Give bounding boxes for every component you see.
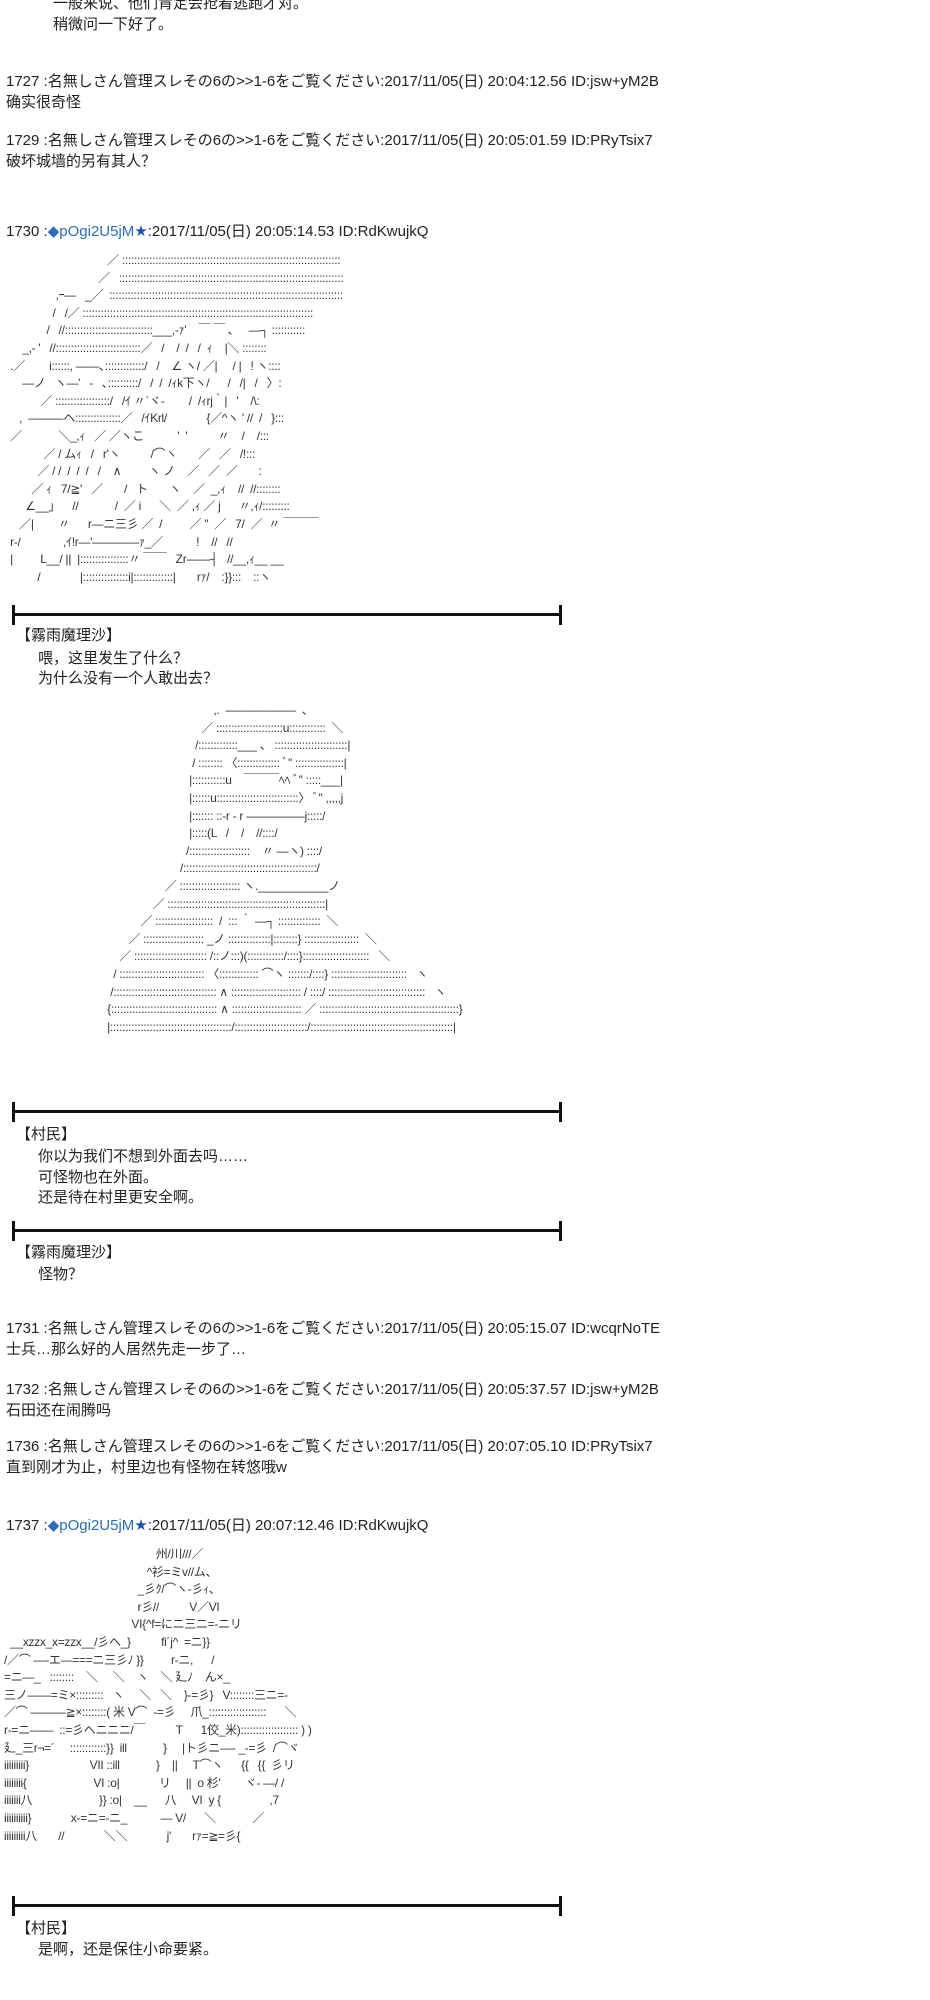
post-body-1732: 石田还在闹腾吗	[6, 1402, 112, 1419]
speaker-label: 【霧雨魔理沙】	[16, 1244, 122, 1261]
post-number: 1730 :	[6, 223, 48, 240]
post-number: 1737 :	[6, 1517, 48, 1534]
post-header-1729: 1729 :名無しさん管理スレその6の>>1-6をご覧ください:2017/11/…	[6, 132, 653, 149]
separator	[12, 605, 562, 625]
post-header-1730: 1730 :◆pOgi2U5jM★:2017/11/05(日) 20:05:14…	[6, 222, 428, 242]
post-header-1736: 1736 :名無しさん管理スレその6の>>1-6をご覧ください:2017/11/…	[6, 1438, 653, 1455]
post-body-1736: 直到刚才为止，村里边也有怪物在转悠哦w	[6, 1459, 287, 1476]
dialogue-line: 怪物？	[38, 1266, 84, 1283]
separator	[12, 1221, 562, 1241]
narrative-line: 稍微问一下好了。	[38, 16, 174, 33]
post-header-1727: 1727 :名無しさん管理スレその6の>>1-6をご覧ください:2017/11/…	[6, 73, 659, 90]
separator	[12, 1896, 562, 1916]
dialogue-line: 还是待在村里更安全啊。	[38, 1189, 204, 1206]
post-body-1731: 士兵…那么好的人居然先走一步了…	[6, 1341, 247, 1358]
dialogue-line: 你以为我们不想到外面去吗……	[38, 1148, 249, 1165]
post-header-1737: 1737 :◆pOgi2U5jM★:2017/11/05(日) 20:07:12…	[6, 1516, 428, 1536]
separator	[12, 1102, 562, 1122]
post-meta: :2017/11/05(日) 20:05:14.53 ID:RdKwujkQ	[147, 223, 429, 240]
post-header-1731: 1731 :名無しさん管理スレその6の>>1-6をご覧ください:2017/11/…	[6, 1320, 661, 1337]
speaker-label: 【村民】	[16, 1126, 77, 1143]
ascii-art-villager-2: 州/川///／ ^衫=ミv//ム、 _彡ｸ/⌒ヽ-彡ｨ、 r彡// V／VI	[4, 1547, 312, 1843]
dialogue-line: 为什么没有一个人敢出去？	[38, 670, 219, 687]
post-body-1729: 破坏城墙的另有其人？	[6, 153, 157, 170]
narrative-line: 一般来说、他们肯定会抢着逃跑才对。	[38, 0, 309, 12]
dialogue-line: 是啊，还是保住小命要紧。	[38, 1941, 219, 1958]
post-body-1727: 确实很奇怪	[6, 94, 82, 111]
post-meta: :2017/11/05(日) 20:07:12.46 ID:RdKwujkQ	[147, 1517, 429, 1534]
ascii-art-marisa: ／ ::::::::::::::::::::::::::::::::::::::…	[10, 253, 344, 584]
trip-code-link[interactable]: ◆pOgi2U5jM	[47, 1517, 135, 1534]
dialogue-line: 喂，这里发生了什么？	[38, 650, 189, 667]
dialogue-line: 可怪物也在外面。	[38, 1169, 159, 1186]
star-icon: ★	[134, 1517, 148, 1534]
ascii-art-villager: ,. ―――――― 、 ／ ::::::::::::::::::::::u:::…	[107, 703, 463, 1034]
speaker-label: 【村民】	[16, 1920, 77, 1937]
trip-code-link[interactable]: ◆pOgi2U5jM	[47, 223, 135, 240]
star-icon: ★	[134, 223, 148, 240]
speaker-label: 【霧雨魔理沙】	[16, 627, 122, 644]
post-header-1732: 1732 :名無しさん管理スレその6の>>1-6をご覧ください:2017/11/…	[6, 1381, 659, 1398]
